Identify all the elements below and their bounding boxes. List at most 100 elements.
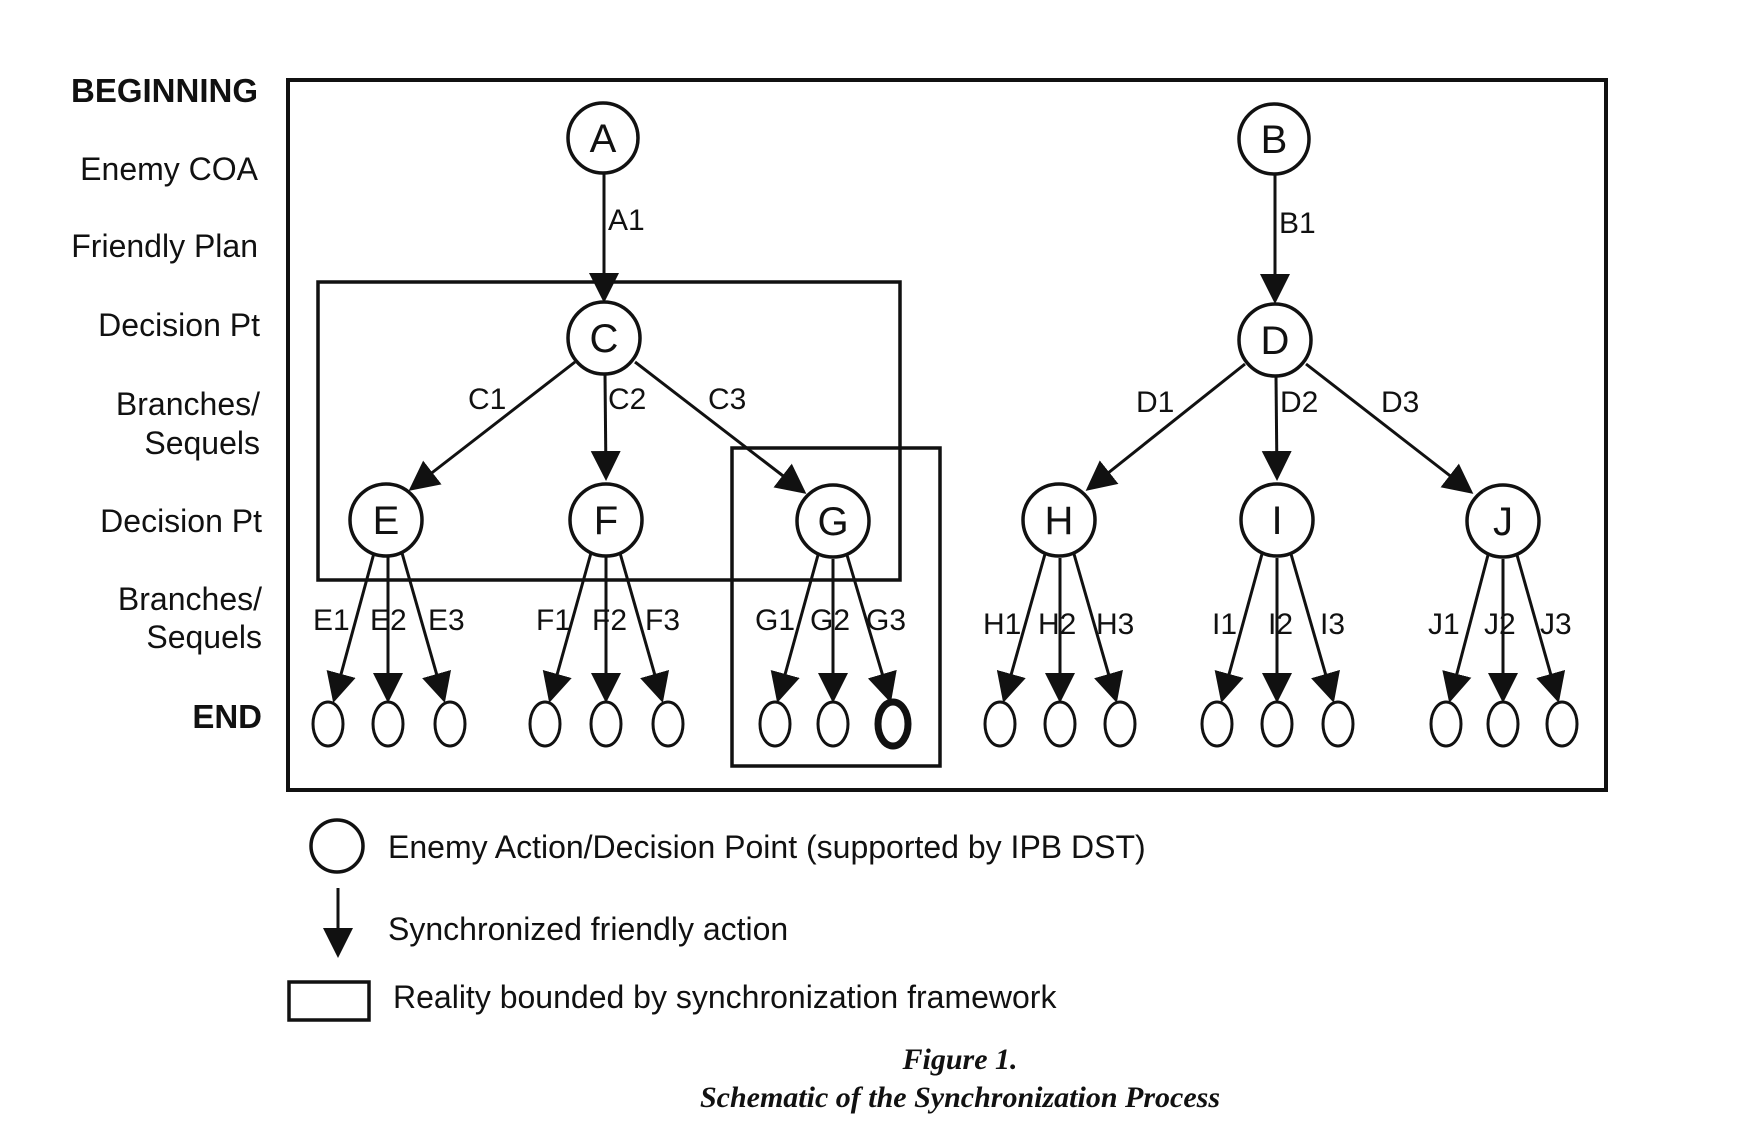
edge-e1 (326, 552, 376, 703)
edge-c-e (408, 360, 576, 491)
edge-label-i1: I1 (1212, 608, 1237, 641)
edge-i1 (1214, 553, 1264, 703)
end-state-j3 (1545, 700, 1579, 748)
edge-label-i2: I2 (1268, 608, 1293, 641)
node-a: A (566, 101, 640, 175)
edge-label-f2: F2 (592, 604, 627, 637)
row-label-branches-2: Branches/ (118, 581, 262, 617)
row-label-end: END (192, 698, 262, 735)
svg-text:A: A (590, 117, 617, 161)
legend-circle-text: Enemy Action/Decision Point (supported b… (388, 829, 1146, 865)
edge-label-g1: G1 (755, 604, 795, 637)
edge-f1 (542, 552, 593, 703)
node-e: E (348, 482, 424, 558)
row-label-sequels-1: Sequels (144, 425, 260, 461)
edge-label-h1: H1 (983, 608, 1021, 641)
edge-j3 (1515, 554, 1566, 703)
edge-label-c2: C2 (608, 383, 646, 416)
end-state-j2 (1486, 700, 1520, 748)
row-label-decision-pt-2: Decision Pt (100, 503, 262, 539)
end-state-i3 (1321, 700, 1355, 748)
node-d: D (1237, 302, 1313, 378)
edge-label-g3: G3 (866, 604, 906, 637)
edge-label-c3: C3 (708, 383, 746, 416)
edge-label-d2: D2 (1280, 386, 1318, 419)
node-f: F (568, 482, 644, 558)
end-state-e3 (433, 700, 467, 748)
end-state-j1 (1429, 700, 1463, 748)
frames (286, 78, 1608, 792)
edges (326, 174, 1566, 703)
edge-label-e1: E1 (313, 604, 350, 637)
edge-j1 (1442, 554, 1490, 703)
svg-text:B: B (1261, 118, 1288, 162)
end-state-i1 (1200, 700, 1234, 748)
edge-label-d1: D1 (1136, 386, 1174, 419)
node-c: C (566, 300, 642, 376)
edge-c-g (634, 360, 807, 494)
end-state-e1 (311, 700, 345, 748)
edge-label-d3: D3 (1381, 386, 1419, 419)
caption: Figure 1. Schematic of the Synchronizati… (700, 1043, 1220, 1114)
edge-d-h (1085, 362, 1246, 491)
edge-label-f3: F3 (645, 604, 680, 637)
edge-label-c1: C1 (468, 383, 506, 416)
edge-label-h2: H2 (1038, 608, 1076, 641)
edge-f3 (618, 552, 670, 703)
caption-title: Figure 1. (901, 1043, 1017, 1076)
node-g: G (795, 483, 871, 559)
legend-rectangle-text: Reality bounded by synchronization frame… (393, 979, 1057, 1015)
edge-label-b1: B1 (1279, 207, 1316, 240)
edge-g1 (770, 554, 820, 703)
edge-g3 (845, 554, 897, 703)
row-label-enemy-coa: Enemy COA (80, 151, 258, 187)
end-state-h1 (983, 700, 1017, 748)
end-state-e2 (371, 700, 405, 748)
nodes: A B C D E F G H (348, 101, 1541, 559)
end-state-f3 (651, 700, 685, 748)
edge-i3 (1289, 553, 1340, 703)
edge-label-j1: J1 (1428, 608, 1460, 641)
edge-label-j3: J3 (1540, 608, 1572, 641)
legend-rectangle-icon (287, 980, 371, 1022)
svg-text:F: F (594, 499, 618, 543)
edge-h3 (1072, 553, 1123, 703)
node-b: B (1237, 102, 1311, 176)
edge-label-e3: E3 (428, 604, 465, 637)
legend-circle-icon (309, 818, 365, 874)
end-state-f2 (589, 700, 623, 748)
node-j: J (1465, 483, 1541, 559)
edge-label-g2: G2 (810, 604, 850, 637)
svg-text:G: G (817, 500, 848, 544)
outer-frame (286, 78, 1608, 792)
end-state-g1 (758, 700, 792, 748)
row-label-branches-1: Branches/ (116, 386, 260, 422)
synchronization-framework-box-g (730, 446, 942, 768)
edge-label-a1: A1 (608, 204, 645, 237)
end-states (311, 698, 1579, 750)
end-state-h2 (1043, 700, 1077, 748)
edge-e3 (400, 552, 452, 703)
row-label-beginning: BEGINNING (71, 72, 258, 109)
edge-label-h3: H3 (1096, 608, 1134, 641)
end-state-f1 (528, 700, 562, 748)
edge-d-j (1305, 362, 1474, 494)
row-label-sequels-2: Sequels (146, 619, 262, 655)
edge-d-i (1261, 375, 1292, 481)
end-state-g3-highlighted (874, 698, 912, 750)
row-labels: BEGINNING Enemy COA Friendly Plan Decisi… (71, 72, 262, 735)
legend: Enemy Action/Decision Point (supported b… (287, 818, 1146, 1022)
end-state-h3 (1103, 700, 1137, 748)
edge-label-j2: J2 (1484, 608, 1516, 641)
svg-text:I: I (1271, 499, 1282, 543)
edge-label-i3: I3 (1320, 608, 1345, 641)
edge-c-f (590, 373, 621, 481)
end-state-g2 (816, 700, 850, 748)
end-state-i2 (1260, 700, 1294, 748)
svg-text:C: C (590, 317, 619, 361)
svg-text:D: D (1261, 319, 1290, 363)
row-label-friendly-plan: Friendly Plan (71, 228, 258, 264)
legend-arrow-text: Synchronized friendly action (388, 911, 788, 947)
caption-subtitle: Schematic of the Synchronization Process (700, 1081, 1220, 1114)
